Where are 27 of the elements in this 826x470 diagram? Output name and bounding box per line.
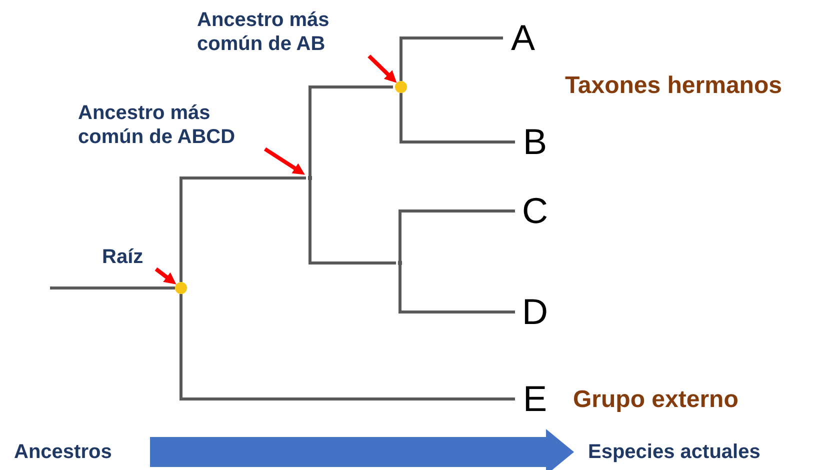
tree-branch (180, 176, 306, 282)
pointer-arrow (154, 267, 176, 284)
taxon-letter: E (517, 381, 553, 417)
arrow (150, 429, 574, 470)
root-label: Raíz (102, 245, 154, 269)
axis-label: Especies actuales (588, 440, 808, 464)
pointer-arrow (368, 54, 397, 83)
tree-branch (50, 286, 175, 290)
tree-branch (308, 180, 396, 264)
tree-branch (398, 210, 515, 261)
node-dot (395, 81, 407, 93)
taxon-letter: B (517, 124, 553, 160)
ancestor-label: Ancestro más común de ABCD (78, 101, 263, 149)
axis-label: Ancestros (14, 440, 140, 464)
tree-branch (398, 265, 515, 314)
group-label: Taxones hermanos (565, 72, 782, 100)
taxon-letter: D (517, 294, 553, 330)
taxon-letter: C (517, 193, 553, 229)
taxon-letter: A (505, 20, 541, 56)
tree-branch (400, 93, 515, 144)
tree-branch (308, 86, 393, 176)
pointer-arrow (264, 147, 305, 175)
tree-branch (180, 294, 515, 400)
node-dot (175, 282, 187, 294)
tree-branch (400, 36, 503, 81)
group-label: Grupo externo (573, 386, 738, 414)
ancestor-label: Ancestro más común de AB (197, 8, 367, 56)
